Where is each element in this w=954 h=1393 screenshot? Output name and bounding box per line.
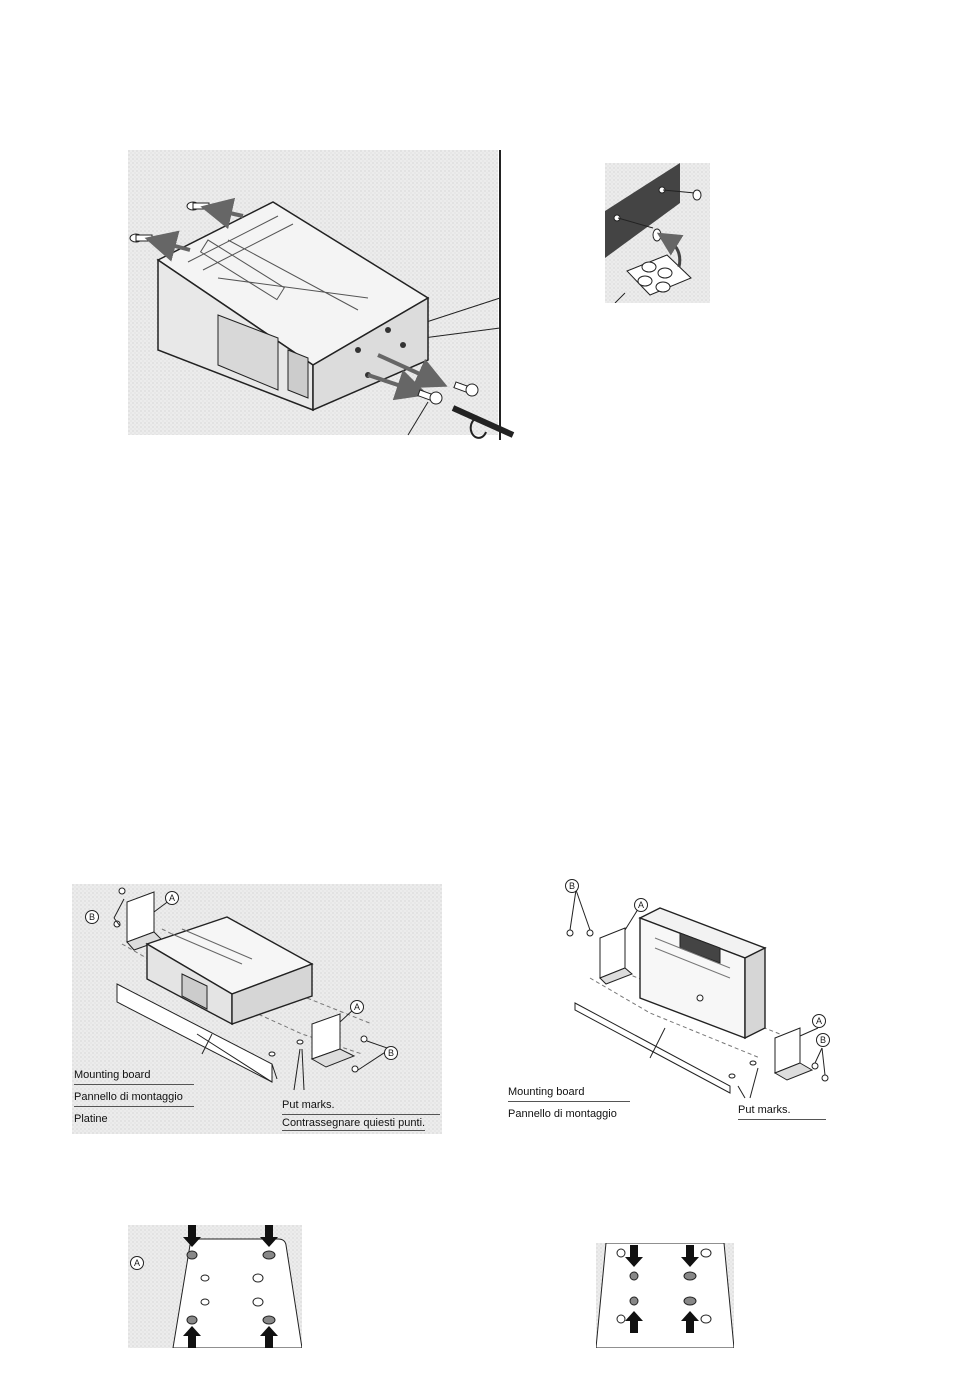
label-put-marks-v: Put marks.	[738, 1103, 826, 1120]
callout-a-bottom: A	[812, 1014, 826, 1028]
figure-hole-detail	[605, 163, 710, 303]
callout-a-right: A	[350, 1000, 364, 1014]
callout-a-top: A	[634, 898, 648, 912]
figure-vertical-mount: B A A B	[500, 878, 830, 1118]
callout-b-left: B	[85, 910, 99, 924]
callout-a-bracket: A	[130, 1256, 144, 1270]
figure-remove-screws	[128, 150, 518, 440]
label-pannello-v: Pannello di montaggio	[508, 1107, 617, 1121]
callout-a-left: A	[165, 891, 179, 905]
label-contrassegnare: Contrassegnare quiesti punti.	[282, 1116, 425, 1131]
label-pannello: Pannello di montaggio	[74, 1090, 194, 1107]
callout-b-bottom: B	[816, 1033, 830, 1047]
figure-bracket-holes-right	[596, 1243, 734, 1348]
label-mounting-board: Mounting board	[74, 1068, 194, 1085]
label-mounting-board-v: Mounting board	[508, 1085, 630, 1102]
callout-b-top: B	[565, 879, 579, 893]
label-platine: Platine	[74, 1112, 108, 1126]
figure-bracket-holes-left: A	[128, 1225, 302, 1348]
label-put-marks: Put marks.	[282, 1098, 440, 1115]
callout-b-right: B	[384, 1046, 398, 1060]
